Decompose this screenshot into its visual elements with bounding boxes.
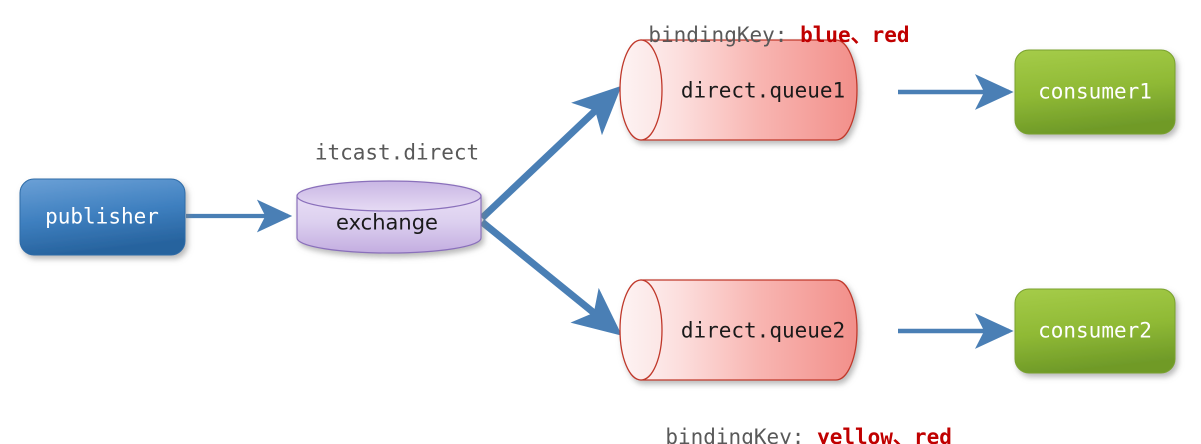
binding-key-top-prefix: bindingKey: (648, 23, 801, 47)
exchange-label: exchange (336, 210, 438, 235)
arrow-exchange-queue1 (479, 85, 622, 221)
node-queue2[interactable] (619, 279, 858, 381)
node-consumer2[interactable] (1014, 288, 1176, 374)
node-consumer1[interactable] (1014, 49, 1176, 135)
binding-key-top-keys: blue、red (800, 23, 910, 47)
queue2-label: direct.queue2 (680, 318, 846, 343)
node-queue1[interactable] (619, 39, 858, 141)
exchange-cylinder-top (296, 180, 482, 212)
binding-key-top-caption: bindingKey: blue、red (628, 9, 910, 62)
queue1-cylinder-body[interactable] (640, 39, 858, 141)
queue2-cylinder-body[interactable] (640, 279, 858, 381)
binding-key-bottom-keys: yellow、red (817, 425, 952, 444)
consumer2-label: consumer2 (1038, 318, 1152, 343)
exchange-cylinder-body[interactable] (296, 195, 482, 254)
edge-exchange-to-queue1 (479, 85, 622, 221)
publisher-box[interactable] (19, 178, 186, 256)
queue1-cylinder-cap (619, 39, 663, 141)
consumer1-box[interactable] (1014, 49, 1176, 135)
node-publisher[interactable] (19, 178, 186, 256)
node-exchange[interactable] (296, 180, 482, 254)
publisher-label: publisher (45, 204, 159, 229)
edge-exchange-to-queue2 (479, 219, 623, 336)
exchange-name-caption: itcast.direct (314, 140, 480, 165)
binding-key-bottom-caption: bindingKey: yellow、red (645, 411, 952, 444)
consumer1-label: consumer1 (1038, 79, 1152, 104)
consumer2-box[interactable] (1014, 288, 1176, 374)
binding-key-bottom-prefix: bindingKey: (665, 425, 818, 444)
arrow-exchange-queue2 (479, 219, 623, 336)
queue2-cylinder-cap (619, 279, 663, 381)
queue1-label: direct.queue1 (680, 78, 846, 103)
